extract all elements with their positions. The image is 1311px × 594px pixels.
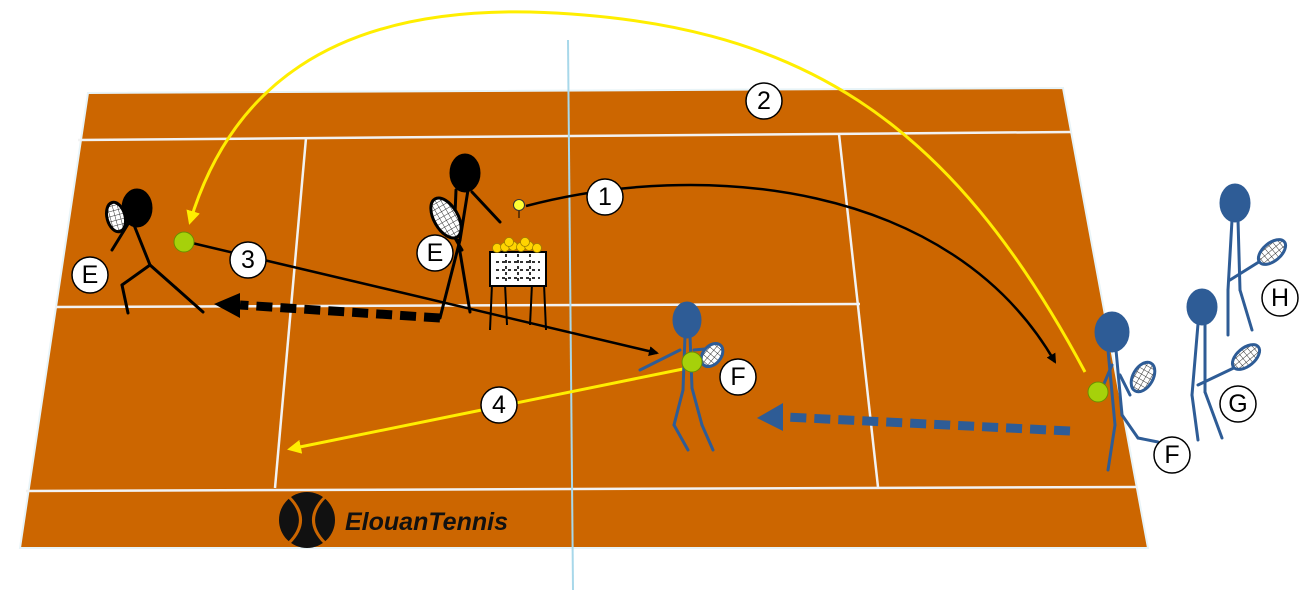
svg-text:2: 2 xyxy=(757,87,771,115)
movement-black xyxy=(214,293,441,323)
court-surface xyxy=(18,86,1150,549)
svg-text:3: 3 xyxy=(241,246,255,274)
player-g xyxy=(1186,288,1262,442)
player-f-back xyxy=(1094,311,1160,472)
label-player-g: G xyxy=(1219,385,1257,423)
svg-text:1: 1 xyxy=(598,183,612,211)
ball-3-start xyxy=(173,231,195,253)
svg-text:H: H xyxy=(1271,284,1289,312)
coach-feed-ball xyxy=(513,199,525,211)
label-player-f-front: F xyxy=(719,358,757,396)
net-line xyxy=(567,39,574,591)
brand-logo: ElouanTennis xyxy=(279,492,508,548)
brand-name: ElouanTennis xyxy=(345,508,508,536)
svg-text:F: F xyxy=(730,363,745,391)
label-player-h: H xyxy=(1261,279,1299,317)
ball-2-start xyxy=(1087,381,1109,403)
svg-text:4: 4 xyxy=(492,391,506,419)
step-badge-2: 2 xyxy=(745,82,783,120)
step-badge-4: 4 xyxy=(480,386,518,424)
brand-ball-icon xyxy=(279,492,335,548)
step-badge-3: 3 xyxy=(229,241,267,279)
player-f-front xyxy=(638,301,725,452)
svg-text:E: E xyxy=(82,261,99,289)
shot-3-path xyxy=(191,241,659,357)
svg-text:E: E xyxy=(427,239,444,267)
svg-text:F: F xyxy=(1164,441,1179,469)
step-badge-1: 1 xyxy=(586,178,624,216)
shot-2-path xyxy=(186,10,1087,373)
player-e xyxy=(104,188,205,315)
label-player-e: E xyxy=(71,256,109,294)
movement-blue xyxy=(757,403,1071,436)
coach-player-e xyxy=(429,153,502,320)
label-coach-e: E xyxy=(416,234,454,272)
label-player-f-back: F xyxy=(1153,436,1191,474)
ball-basket-icon xyxy=(489,237,547,331)
player-h xyxy=(1219,183,1288,337)
ball-4-start xyxy=(681,351,703,373)
svg-text:G: G xyxy=(1228,390,1247,418)
